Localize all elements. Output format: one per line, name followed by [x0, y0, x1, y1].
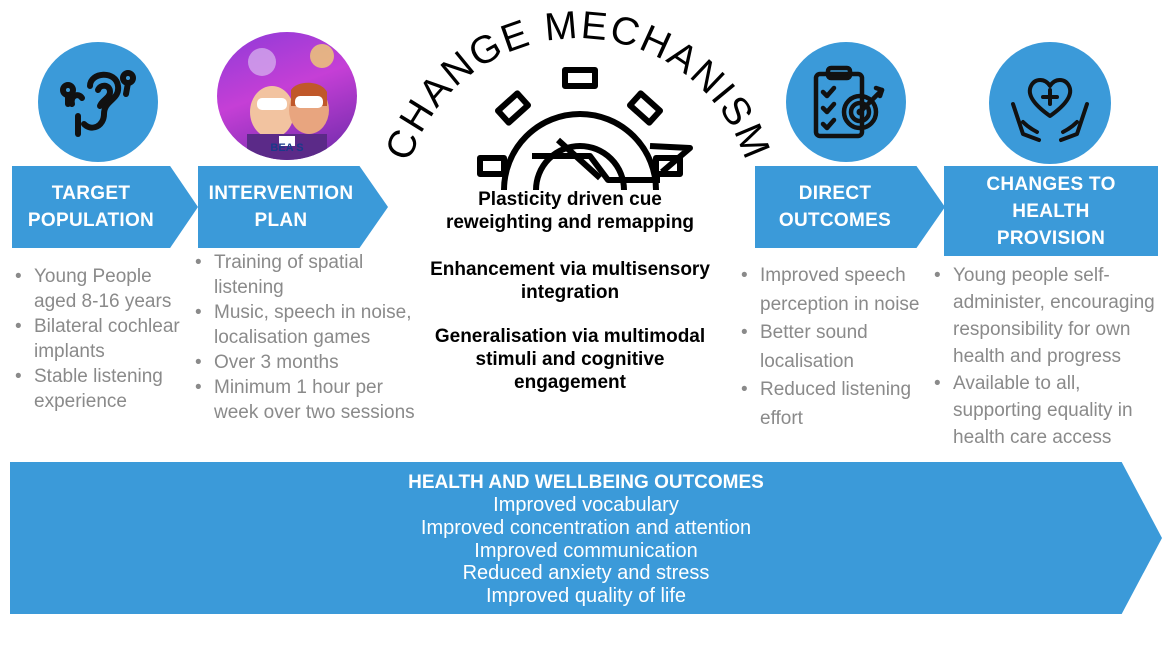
svg-text:CHANGE MECHANISM: CHANGE MECHANISM: [378, 4, 779, 166]
gear-arrow-icon: [477, 67, 693, 190]
changes-to-health-icon-circle: [989, 42, 1111, 164]
changes-to-health-list: Young people self-administer, encouragin…: [931, 262, 1161, 451]
list-item: Young people self-administer, encouragin…: [931, 262, 1161, 370]
health-outcome-item: Improved vocabulary: [493, 494, 679, 516]
health-outcome-item: Improved communication: [474, 539, 698, 562]
ear-icon: [60, 70, 136, 137]
direct-outcomes-icon-circle: [786, 42, 906, 162]
target-population-icon-circle: [38, 42, 158, 162]
list-item: Available to all,supporting equality inh…: [931, 370, 1161, 451]
heart-hands-icon: [1011, 78, 1089, 142]
health-outcomes-title: HEALTH AND WELLBEING OUTCOMES: [408, 472, 764, 493]
clipboard-target-icon: [813, 65, 885, 139]
change-mechanism-title: CHANGE MECHANISM: [378, 4, 779, 166]
beats-logo: BEA S: [270, 142, 304, 154]
health-outcome-item: Improved quality of life: [485, 585, 687, 608]
list-item: Over 3 months: [192, 350, 432, 375]
vr-children-photo: [247, 44, 334, 160]
health-outcome-item: Reduced anxiety and stress: [462, 562, 710, 585]
intervention-plan-photo-circle: BEA S: [217, 32, 357, 160]
health-outcome-item: Improved concentration and attention: [420, 516, 752, 539]
list-item: Music, speech in noise,localisation game…: [192, 300, 432, 350]
health-outcomes-banner: HEALTH AND WELLBEING OUTCOMES Improved v…: [10, 462, 1162, 614]
